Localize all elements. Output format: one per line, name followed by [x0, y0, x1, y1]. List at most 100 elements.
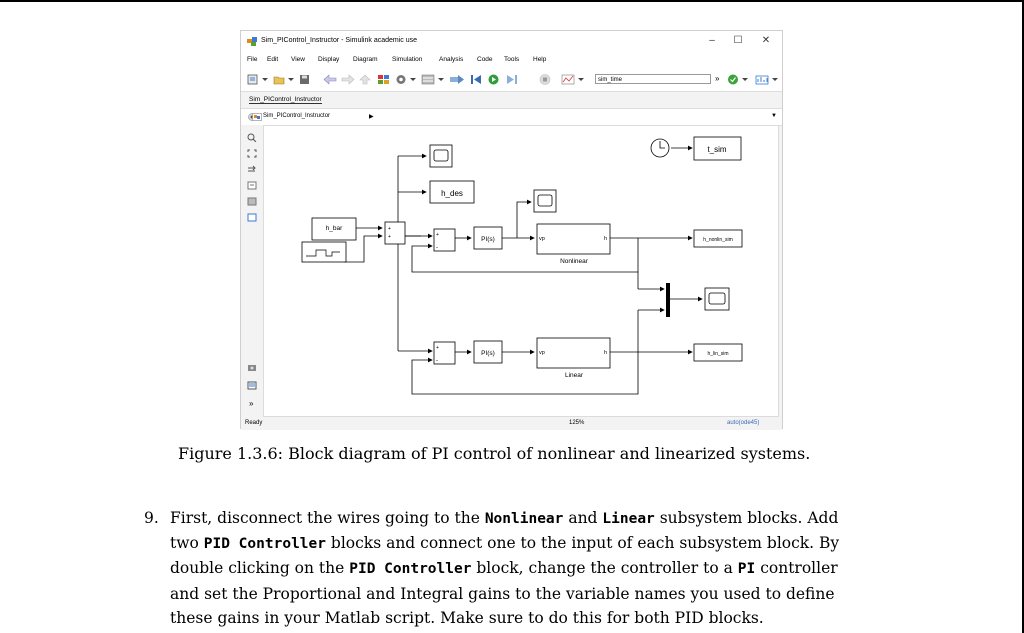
zoom-icon[interactable]: [247, 133, 257, 142]
library-browser-icon[interactable]: [377, 74, 391, 85]
forward-arrow-icon[interactable]: [341, 74, 355, 85]
scope-block-top[interactable]: [429, 144, 453, 168]
menu-edit[interactable]: Edit: [267, 56, 279, 63]
linear-subsystem-block[interactable]: vp h Linear: [536, 337, 611, 379]
sum-block-1[interactable]: + +: [384, 221, 406, 245]
minimize-button[interactable]: –: [709, 35, 715, 46]
menu-diagram[interactable]: Diagram: [353, 56, 378, 63]
model-tab-label[interactable]: Sim_PIControl_Instructor: [249, 96, 322, 104]
l2-c: blocks and connect one to the input of e…: [325, 534, 840, 553]
toolbar: sim_time »: [241, 69, 782, 92]
stop-icon[interactable]: [539, 74, 551, 85]
image-icon[interactable]: [247, 197, 257, 206]
l3-a: double clicking on the: [170, 559, 350, 578]
pi-linear-label: PI(s): [481, 350, 495, 357]
linear-out-port: h: [604, 350, 607, 356]
stop-time-field[interactable]: sim_time: [595, 74, 711, 84]
instruction-line-1: First, disconnect the wires going to the…: [170, 506, 904, 531]
top-border-line: [0, 0, 1024, 2]
sum1-plus-b: +: [388, 234, 391, 240]
menu-code[interactable]: Code: [477, 56, 493, 63]
sum-block-linear[interactable]: + -: [433, 341, 456, 365]
menu-simulation[interactable]: Simulation: [392, 56, 423, 63]
model-explorer-icon[interactable]: [421, 74, 445, 85]
pi-nonlinear-label: PI(s): [481, 236, 495, 243]
breadcrumb-dropdown-icon[interactable]: ▼: [771, 113, 777, 119]
nonlinear-out-port: h: [604, 236, 607, 242]
status-ready: Ready: [245, 420, 263, 426]
h-des-block[interactable]: h_des: [429, 180, 475, 204]
pi-block-linear[interactable]: PI(s): [473, 340, 503, 364]
sum1-plus-a: +: [388, 226, 391, 232]
model-advisor-check-icon[interactable]: [727, 74, 749, 85]
step-forward-icon[interactable]: [505, 74, 519, 85]
l3-pid: PID Controller: [349, 561, 472, 578]
menu-view[interactable]: View: [291, 56, 305, 63]
scope-block-right[interactable]: [704, 287, 730, 311]
scope-block-mid[interactable]: [533, 189, 557, 213]
mux-block[interactable]: [666, 283, 670, 317]
breadcrumb[interactable]: Sim_PIControl_Instructor: [263, 113, 331, 119]
nonlinear-subsystem-block[interactable]: vp h Nonlinear: [536, 223, 611, 265]
signal-builder-block[interactable]: [301, 241, 347, 263]
up-arrow-icon[interactable]: [359, 74, 371, 85]
figure-caption: Figure 1.3.6: Block diagram of PI contro…: [178, 444, 811, 463]
h-nonlin-sim-label: h_nonlin_sim: [703, 237, 732, 243]
maximize-button[interactable]: ☐: [733, 35, 743, 46]
address-bar: Sim_PIControl_Instructor ▶ ▼: [241, 108, 782, 126]
data-inspector-icon[interactable]: [755, 74, 779, 85]
open-folder-icon[interactable]: [273, 74, 295, 85]
menu-help[interactable]: Help: [533, 56, 547, 63]
block-palette: »: [241, 125, 263, 417]
screenshot-icon[interactable]: [247, 363, 257, 372]
nonlinear-in-port: vp: [539, 236, 545, 242]
settings-gear-icon[interactable]: [395, 74, 417, 85]
h-nonlin-sim-block[interactable]: h_nonlin_sim: [693, 229, 743, 248]
status-solver[interactable]: auto(ode45): [727, 420, 760, 426]
instruction-line-4: and set the Proportional and Integral ga…: [170, 584, 835, 603]
annotation-icon[interactable]: [247, 181, 257, 190]
sum-nl-plus: +: [436, 232, 439, 238]
menu-display[interactable]: Display: [318, 56, 340, 63]
linear-block-name: Linear: [565, 372, 584, 379]
l3-pi: PI: [737, 561, 756, 578]
model-tab[interactable]: Sim_PIControl_Instructor: [241, 92, 782, 108]
menu-tools[interactable]: Tools: [504, 56, 520, 63]
title-bar[interactable]: Sim_PIControl_Instructor - Simulink acad…: [241, 31, 782, 53]
right-border-line: [1022, 0, 1024, 633]
breadcrumb-arrow-icon[interactable]: ▶: [369, 114, 374, 120]
area-icon[interactable]: [247, 213, 257, 222]
sum-lin-minus: -: [436, 358, 438, 364]
t-sim-label: t_sim: [707, 145, 726, 154]
signal-logging-icon[interactable]: [561, 74, 585, 85]
arrow-right-icon[interactable]: [247, 165, 257, 174]
sum-block-nonlinear[interactable]: + -: [433, 228, 456, 252]
instruction-paragraph: 9. First, disconnect the wires going to …: [144, 506, 904, 630]
status-bar: Ready 125% auto(ode45): [241, 417, 782, 430]
property-inspector-icon[interactable]: [247, 381, 257, 390]
step-back-icon[interactable]: [449, 74, 465, 85]
item-number: 9.: [144, 509, 159, 527]
model-icon: [252, 113, 262, 121]
save-icon[interactable]: [299, 74, 311, 85]
back-arrow-icon[interactable]: [323, 74, 337, 85]
instruction-line-3: double clicking on the PID Controller bl…: [170, 556, 904, 581]
t-sim-block[interactable]: t_sim: [693, 136, 742, 161]
step-backward-icon[interactable]: [469, 74, 483, 85]
model-canvas[interactable]: h_des h_bar + + + -: [263, 125, 779, 417]
h-bar-block[interactable]: h_bar: [311, 217, 357, 241]
window-title: Sim_PIControl_Instructor - Simulink acad…: [261, 37, 418, 44]
pi-block-nonlinear[interactable]: PI(s): [473, 226, 503, 250]
menu-file[interactable]: File: [247, 56, 258, 63]
menu-analysis[interactable]: Analysis: [439, 56, 464, 63]
toolbar-overflow[interactable]: »: [715, 74, 720, 83]
clock-block[interactable]: [650, 138, 670, 158]
h-lin-sim-block[interactable]: h_lin_sim: [693, 343, 743, 362]
palette-more[interactable]: »: [249, 399, 254, 408]
l2-pid: PID Controller: [203, 536, 326, 553]
close-button[interactable]: ✕: [761, 35, 771, 46]
run-play-icon[interactable]: [487, 74, 501, 85]
fit-to-view-icon[interactable]: [247, 149, 257, 158]
new-model-icon[interactable]: [247, 74, 269, 85]
signal-lines: [343, 145, 703, 395]
